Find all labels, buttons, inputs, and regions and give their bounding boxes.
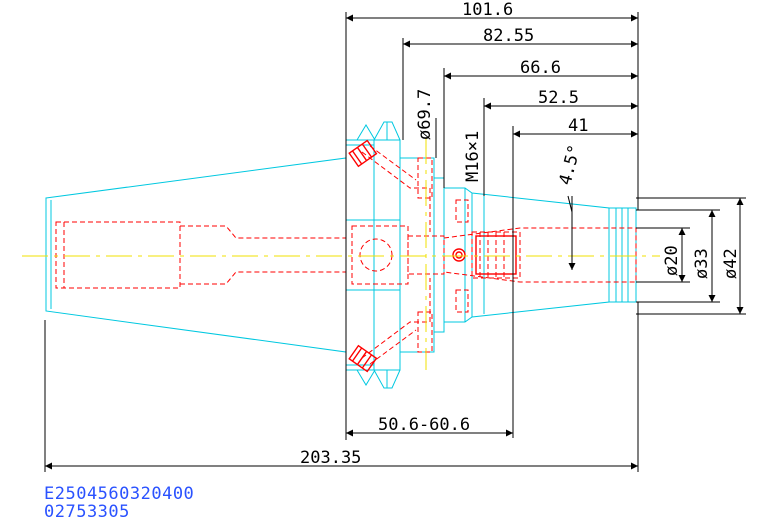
dim-52-5: 52.5 xyxy=(538,88,579,108)
hidden-features xyxy=(55,145,637,365)
dim-dia-20: ø20 xyxy=(662,245,682,276)
dim-dia-33: ø33 xyxy=(692,248,712,279)
taper-shank xyxy=(45,157,347,353)
front-body xyxy=(444,187,610,323)
part-code: E2504560320400 xyxy=(44,484,195,504)
dim-101-6: 101.6 xyxy=(462,0,513,20)
part-number: 02753305 xyxy=(44,502,130,522)
threaded-insert xyxy=(348,139,517,373)
dim-50-6-60-6: 50.6-60.6 xyxy=(378,415,470,435)
center-lines xyxy=(22,138,660,370)
dim-66-6: 66.6 xyxy=(520,58,561,78)
dim-angle-4-5: 4.5° xyxy=(556,143,586,188)
dim-82-55: 82.55 xyxy=(483,26,534,46)
dim-m16x1: M16×1 xyxy=(463,131,483,182)
v-groove xyxy=(356,124,376,386)
dim-41: 41 xyxy=(568,116,588,136)
dim-dia-42: ø42 xyxy=(721,248,741,279)
neck-collar xyxy=(399,157,435,353)
dim-203-35: 203.35 xyxy=(300,448,361,468)
dim-dia-69-7: ø69.7 xyxy=(415,89,435,140)
holder-outline xyxy=(45,121,637,389)
dimension-lines xyxy=(44,12,746,472)
